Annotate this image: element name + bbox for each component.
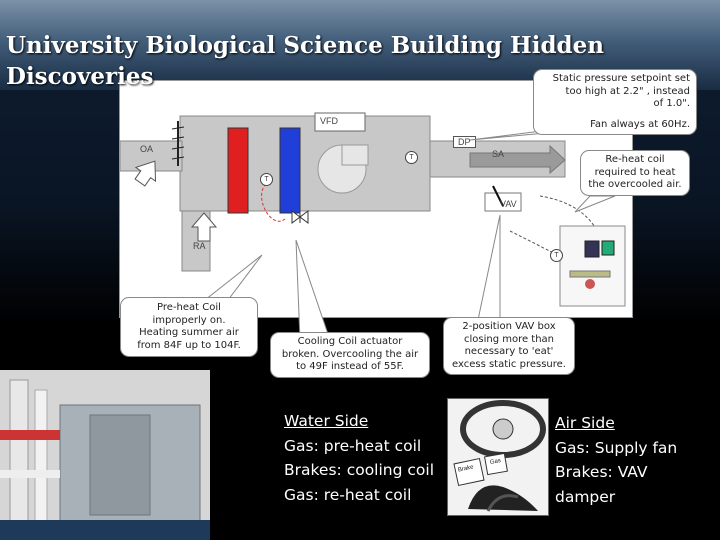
air-side-heading: Air Side: [555, 411, 677, 436]
water-side-heading: Water Side: [284, 409, 434, 434]
reheat-callout: Re-heat coil required to heat the overco…: [580, 150, 690, 196]
fan-note: Fan always at 60Hz.: [540, 119, 690, 132]
preheat-callout: Pre-heat Coil improperly on. Heating sum…: [120, 297, 258, 357]
air-side-brakes-cont: damper: [555, 485, 677, 510]
vav-box-callout: 2-position VAV box closing more than nec…: [443, 317, 575, 375]
cooling-pointer: [296, 240, 330, 340]
air-side-brakes: Brakes: VAV: [555, 460, 677, 485]
water-side-gas-reheat: Gas: re-heat coil: [284, 483, 434, 508]
air-side-list: Air Side Gas: Supply fan Brakes: VAV dam…: [555, 411, 677, 509]
air-side-gas: Gas: Supply fan: [555, 436, 677, 461]
water-side-list: Water Side Gas: pre-heat coil Brakes: co…: [284, 409, 434, 507]
mechanical-room-photo: [0, 370, 210, 540]
vav-pointer: [478, 215, 500, 320]
preheat-pointer: [205, 255, 262, 300]
water-side-gas: Gas: pre-heat coil: [284, 434, 434, 459]
car-pedals-illustration: Brake Gas: [447, 398, 549, 516]
cooling-callout: Cooling Coil actuator broken. Overcoolin…: [270, 332, 430, 378]
mechanical-room-drawing: [0, 370, 210, 540]
water-side-brakes: Brakes: cooling coil: [284, 458, 434, 483]
reheat-pointer: [575, 196, 615, 212]
car-pedals-drawing: [448, 399, 548, 515]
static-pressure-callout: Static pressure setpoint set too high at…: [533, 69, 697, 135]
